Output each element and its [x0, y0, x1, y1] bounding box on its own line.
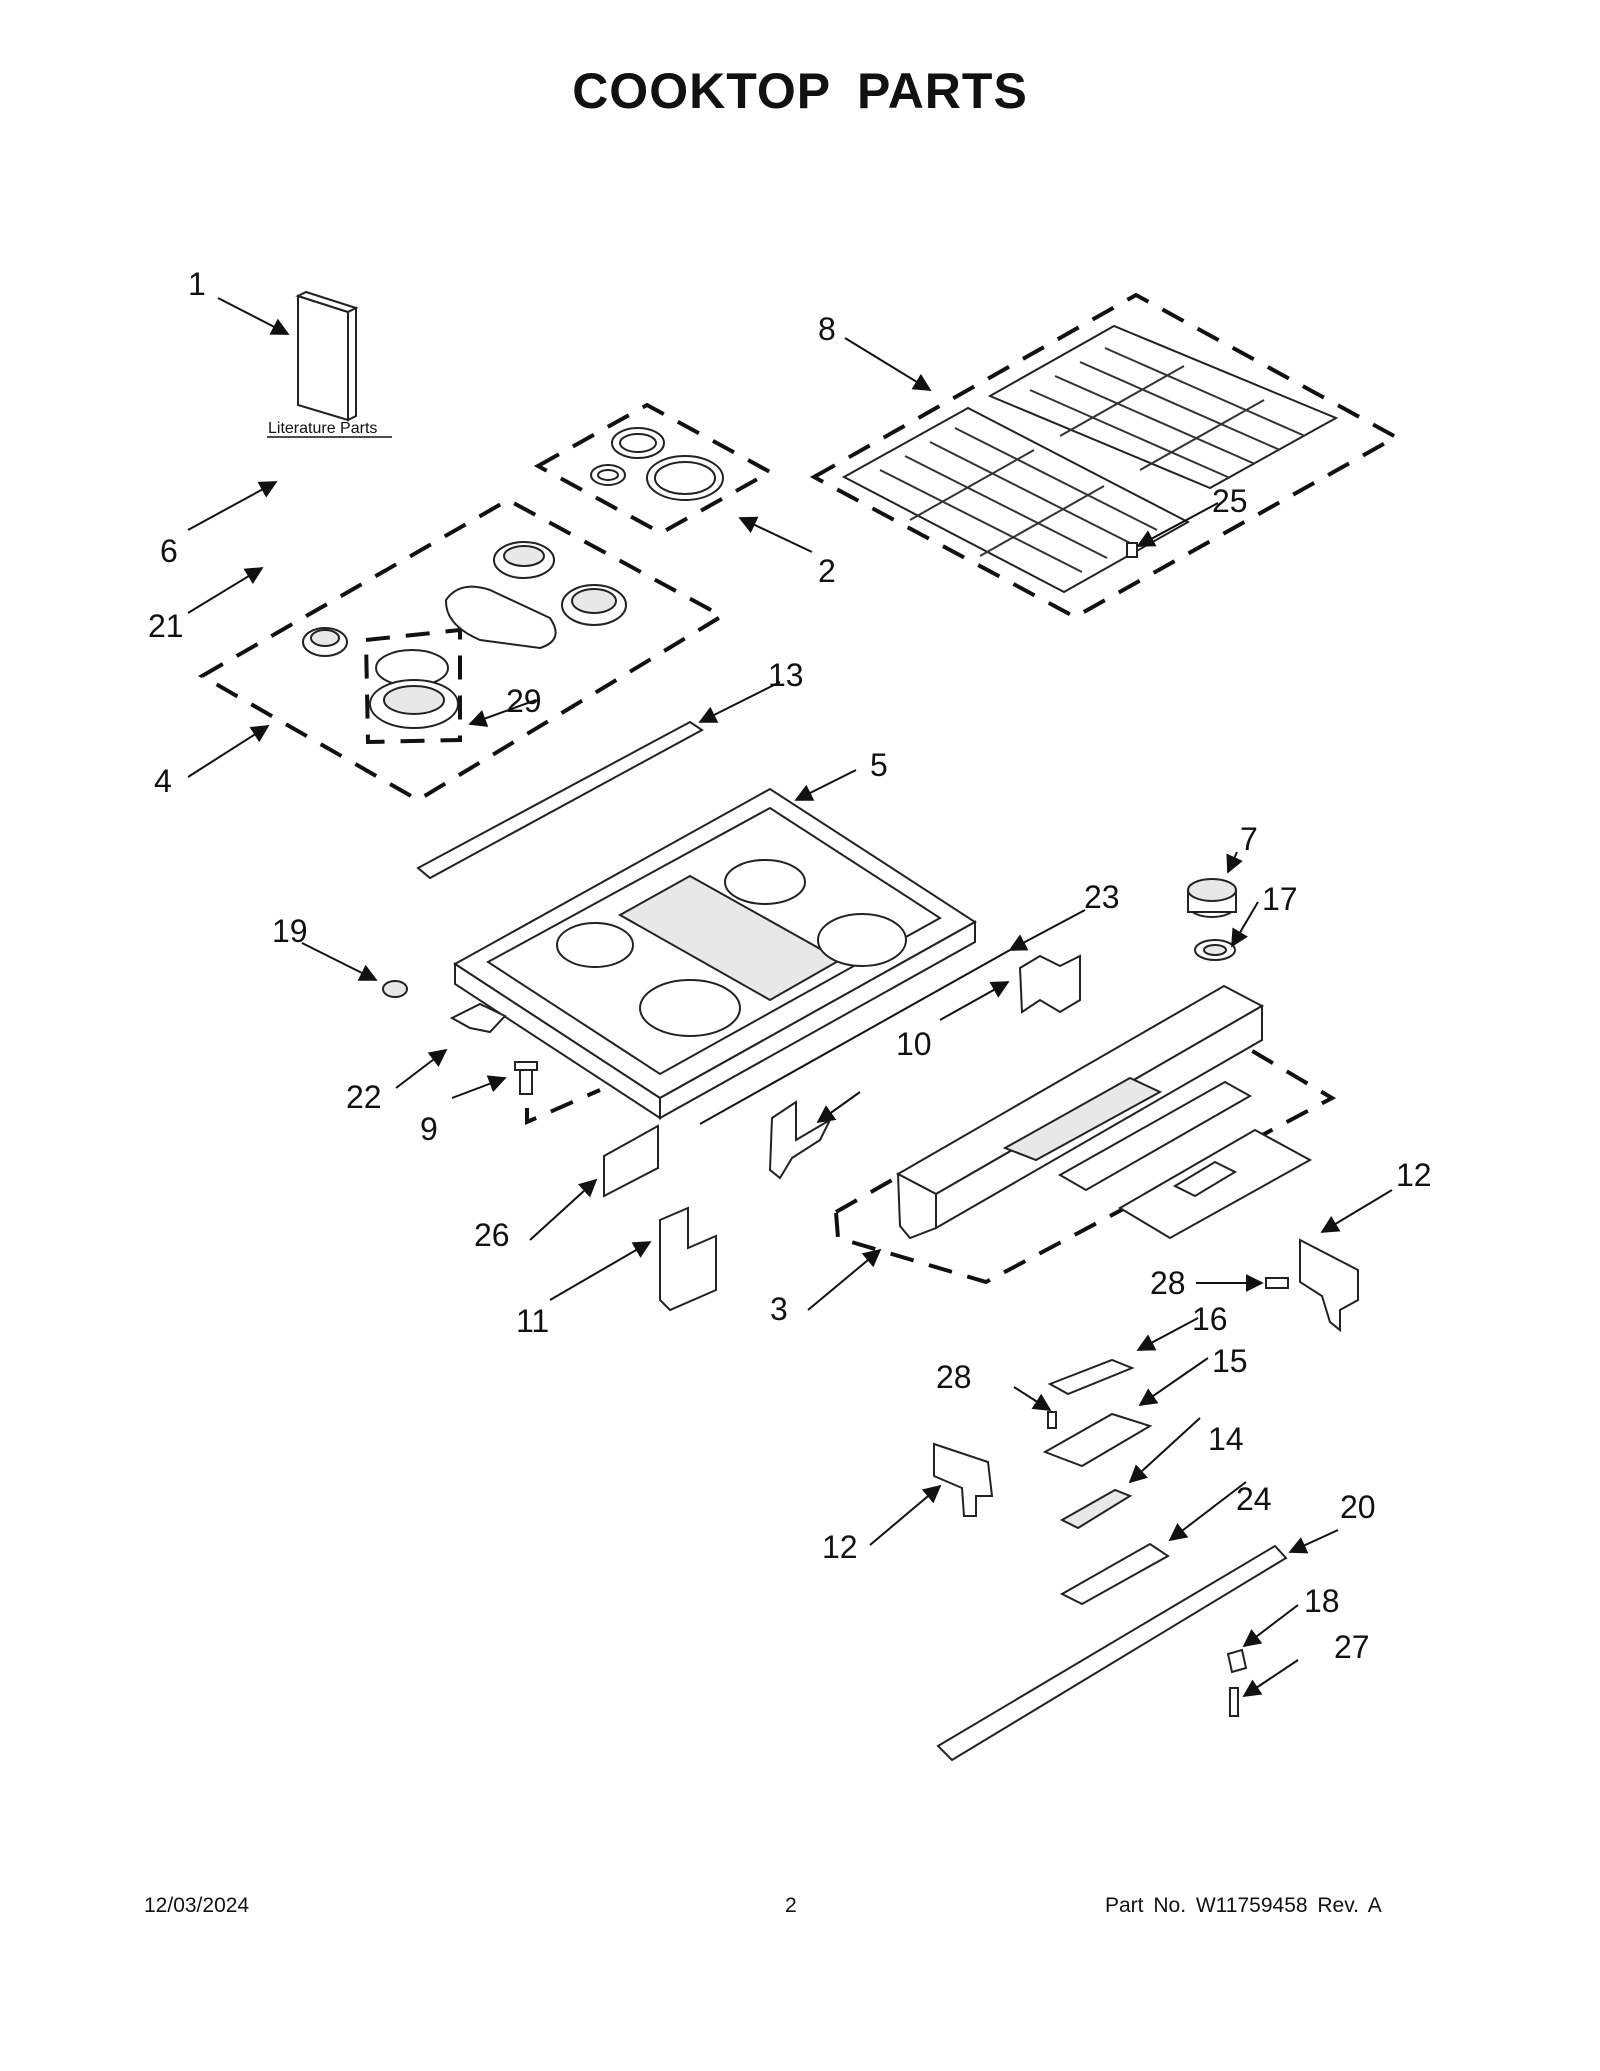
callout-11: 11 [516, 1303, 549, 1339]
callout-28-lower: 28 [936, 1359, 972, 1395]
callout-13: 13 [768, 657, 804, 693]
screw-28-lower [1047, 1411, 1057, 1429]
callout-19: 19 [272, 913, 308, 949]
callout-14: 14 [1208, 1421, 1244, 1457]
bracket-10-left [768, 1100, 833, 1180]
callout-22: 22 [346, 1079, 382, 1115]
callout-12-left: 12 [822, 1529, 858, 1565]
callout-15: 15 [1212, 1343, 1248, 1379]
callout-20: 20 [1340, 1489, 1376, 1525]
bracket-10-right [1018, 954, 1081, 1014]
callout-23: 23 [1084, 879, 1120, 915]
control-panel-group [833, 984, 1337, 1285]
callout-8: 8 [818, 311, 836, 347]
bracket-11 [659, 1206, 717, 1312]
bracket-22 [449, 1002, 507, 1034]
control-board-14 [1059, 1488, 1133, 1530]
callout-21: 21 [148, 608, 184, 644]
knob-7 [1187, 878, 1237, 918]
bracket-26 [603, 1124, 659, 1198]
footer-date: 12/03/2024 [144, 1894, 250, 1917]
foot-19 [382, 980, 408, 998]
housing-15 [1042, 1412, 1153, 1468]
callout-6: 6 [160, 533, 178, 569]
screw-9-path [525, 1088, 601, 1126]
vent-trim [416, 720, 704, 880]
callout-24: 24 [1236, 1481, 1272, 1517]
cooktop-main-top [453, 787, 977, 1120]
callout-3: 3 [770, 1291, 788, 1327]
callout-2: 2 [818, 553, 836, 589]
leader-lines [187, 297, 1393, 1697]
end-bracket-12-right [1299, 1238, 1359, 1333]
page-title: COOKTOP PARTS [572, 63, 1028, 119]
callout-12-right: 12 [1396, 1157, 1432, 1193]
trim-strip [699, 949, 1011, 1125]
screw-28-upper [1265, 1277, 1289, 1289]
callout-5: 5 [870, 747, 888, 783]
callout-numbers: 1 2 3 4 5 6 7 8 9 10 10 11 12 12 13 14 1… [148, 266, 1432, 1665]
literature-parts-booklet [295, 290, 359, 422]
callout-4: 4 [154, 763, 172, 799]
callout-7: 7 [1240, 821, 1258, 857]
callout-26: 26 [474, 1217, 510, 1253]
footer-part-number: Part No. W11759458 Rev. A [1105, 1894, 1382, 1917]
callout-1: 1 [188, 266, 206, 302]
footer-page-number: 2 [785, 1894, 797, 1917]
screw-9 [514, 1061, 538, 1095]
shield-24 [1059, 1542, 1170, 1606]
callout-16: 16 [1192, 1301, 1228, 1337]
callout-28-upper: 28 [1150, 1265, 1186, 1301]
grates-group [809, 292, 1401, 620]
screw-27 [1229, 1687, 1239, 1717]
burners-group [197, 497, 727, 803]
clip-18 [1226, 1648, 1248, 1674]
callout-9: 9 [420, 1111, 438, 1147]
cover-16 [1047, 1358, 1135, 1396]
end-bracket-12-left [933, 1442, 994, 1517]
callout-18: 18 [1304, 1583, 1340, 1619]
callout-25: 25 [1212, 483, 1248, 519]
callout-27: 27 [1334, 1629, 1370, 1665]
trim-rail-20 [936, 1544, 1288, 1762]
callout-29: 29 [506, 683, 542, 719]
bezel-17 [1194, 939, 1236, 961]
burner-caps-group [533, 402, 775, 536]
literature-parts-label: Literature Parts [268, 420, 377, 437]
callout-17: 17 [1262, 881, 1298, 917]
callout-10-a: 10 [896, 1026, 932, 1062]
